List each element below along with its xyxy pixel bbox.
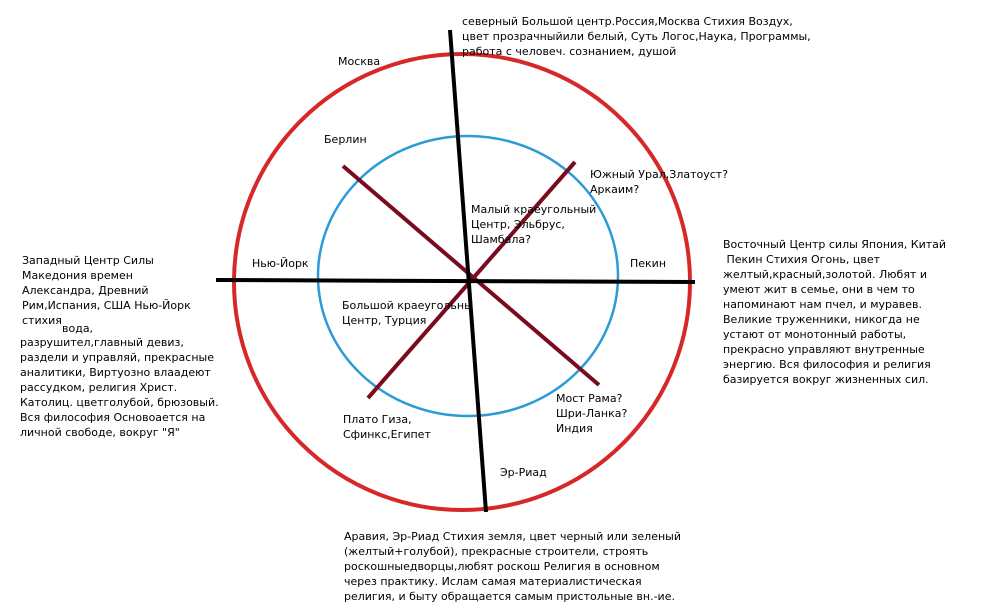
label-rama-bridge: Мост Рама? Шри-Ланка? Индия (556, 392, 628, 435)
description-south: Аравия, Эр-Риад Стихия земля, цвет черны… (344, 530, 681, 603)
label-new-york: Нью-Йорк (252, 257, 309, 270)
label-beijing: Пекин (630, 257, 667, 270)
label-er-riad: Эр-Риад (500, 466, 547, 479)
label-moscow: Москва (338, 55, 381, 68)
label-big-center: Большой краеугольны Центр, Турция (342, 299, 473, 327)
label-south-ural: Южный Урал,Златоуст? Аркаим? (590, 168, 729, 196)
label-berlin: Берлин (324, 133, 367, 146)
label-giza: Плато Гиза, Сфинкс,Египет (343, 413, 431, 441)
description-north: северный Большой центр.Россия,Москва Сти… (462, 15, 811, 58)
axis-line-vertical (448, 29, 488, 513)
diagonal-line-nw-se (341, 164, 601, 387)
description-west-top: Западный Центр Силы Македония времен Але… (22, 254, 191, 327)
label-small-center: Малый краеугольный Центр, Эльбрус, Шамба… (471, 203, 597, 246)
description-west-water: вода, (62, 322, 94, 335)
inner-circle (316, 134, 620, 418)
description-west-bottom: разрушител,главный девиз, раздели и упра… (20, 336, 219, 439)
description-east: Восточный Центр силы Япония, Китай Пекин… (723, 238, 947, 386)
axis-line-horizontal (215, 278, 696, 284)
